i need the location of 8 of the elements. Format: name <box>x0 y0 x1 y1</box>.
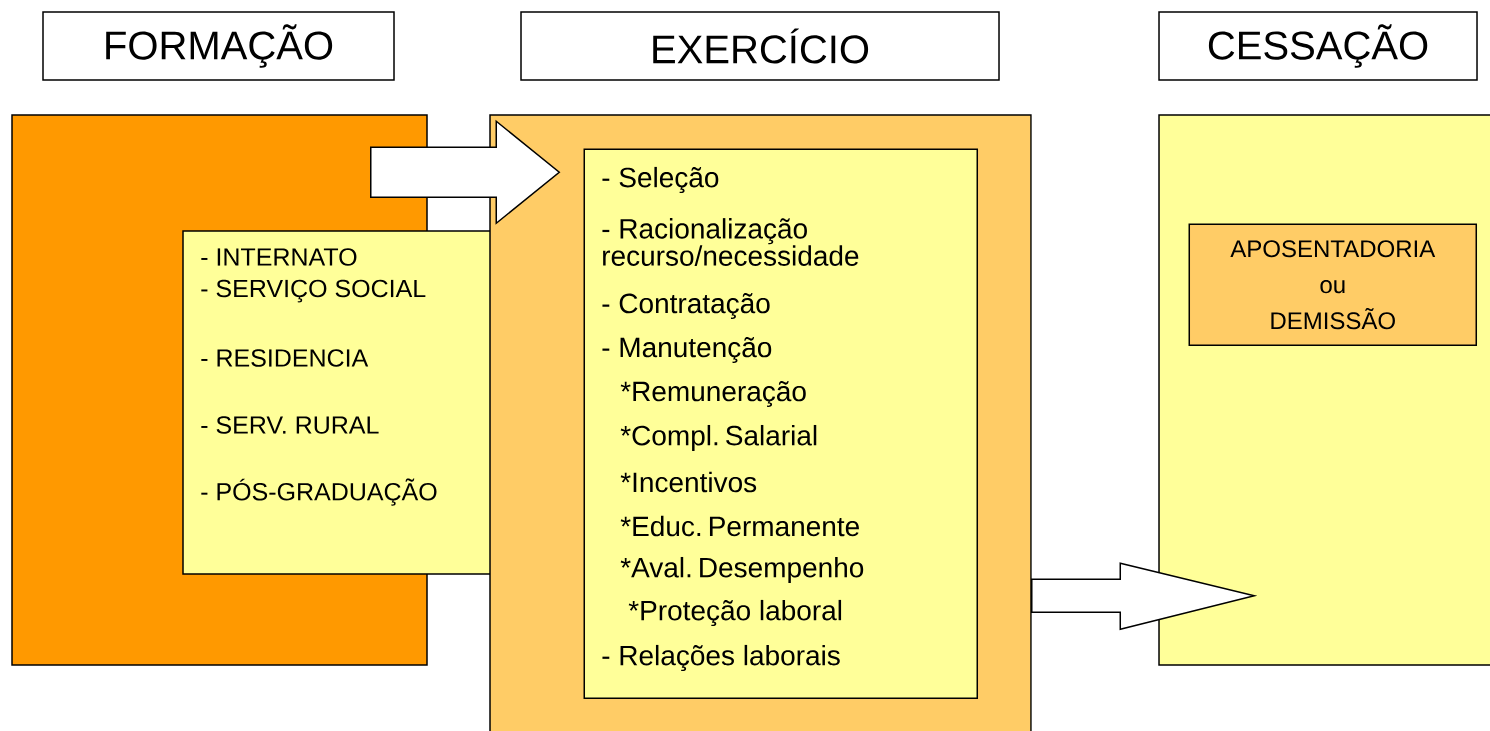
header-box: FORMAÇÃO <box>42 11 395 81</box>
block-arrow <box>1031 562 1258 631</box>
outcome-box: APOSENTADORIA ou DEMISSÃO <box>1188 223 1477 346</box>
header-box: EXERCÍCIO <box>520 11 1000 81</box>
list-box: - INTERNATO - SERVIÇO SOCIAL - RESIDENCIA - SERV. RURAL - PÓS-GRADUAÇÃO <box>182 230 511 575</box>
list-box: - Seleção - Racionalização recurso/necessidade - Contratação - Manutenção *Remuneração *Compl. Salarial *Incentivos *Educ. Permanente *Aval. Desempenho *Proteção laboral - Relações laborais <box>583 148 978 699</box>
header-box: CESSAÇÃO <box>1158 11 1478 81</box>
block-arrow <box>370 119 561 225</box>
